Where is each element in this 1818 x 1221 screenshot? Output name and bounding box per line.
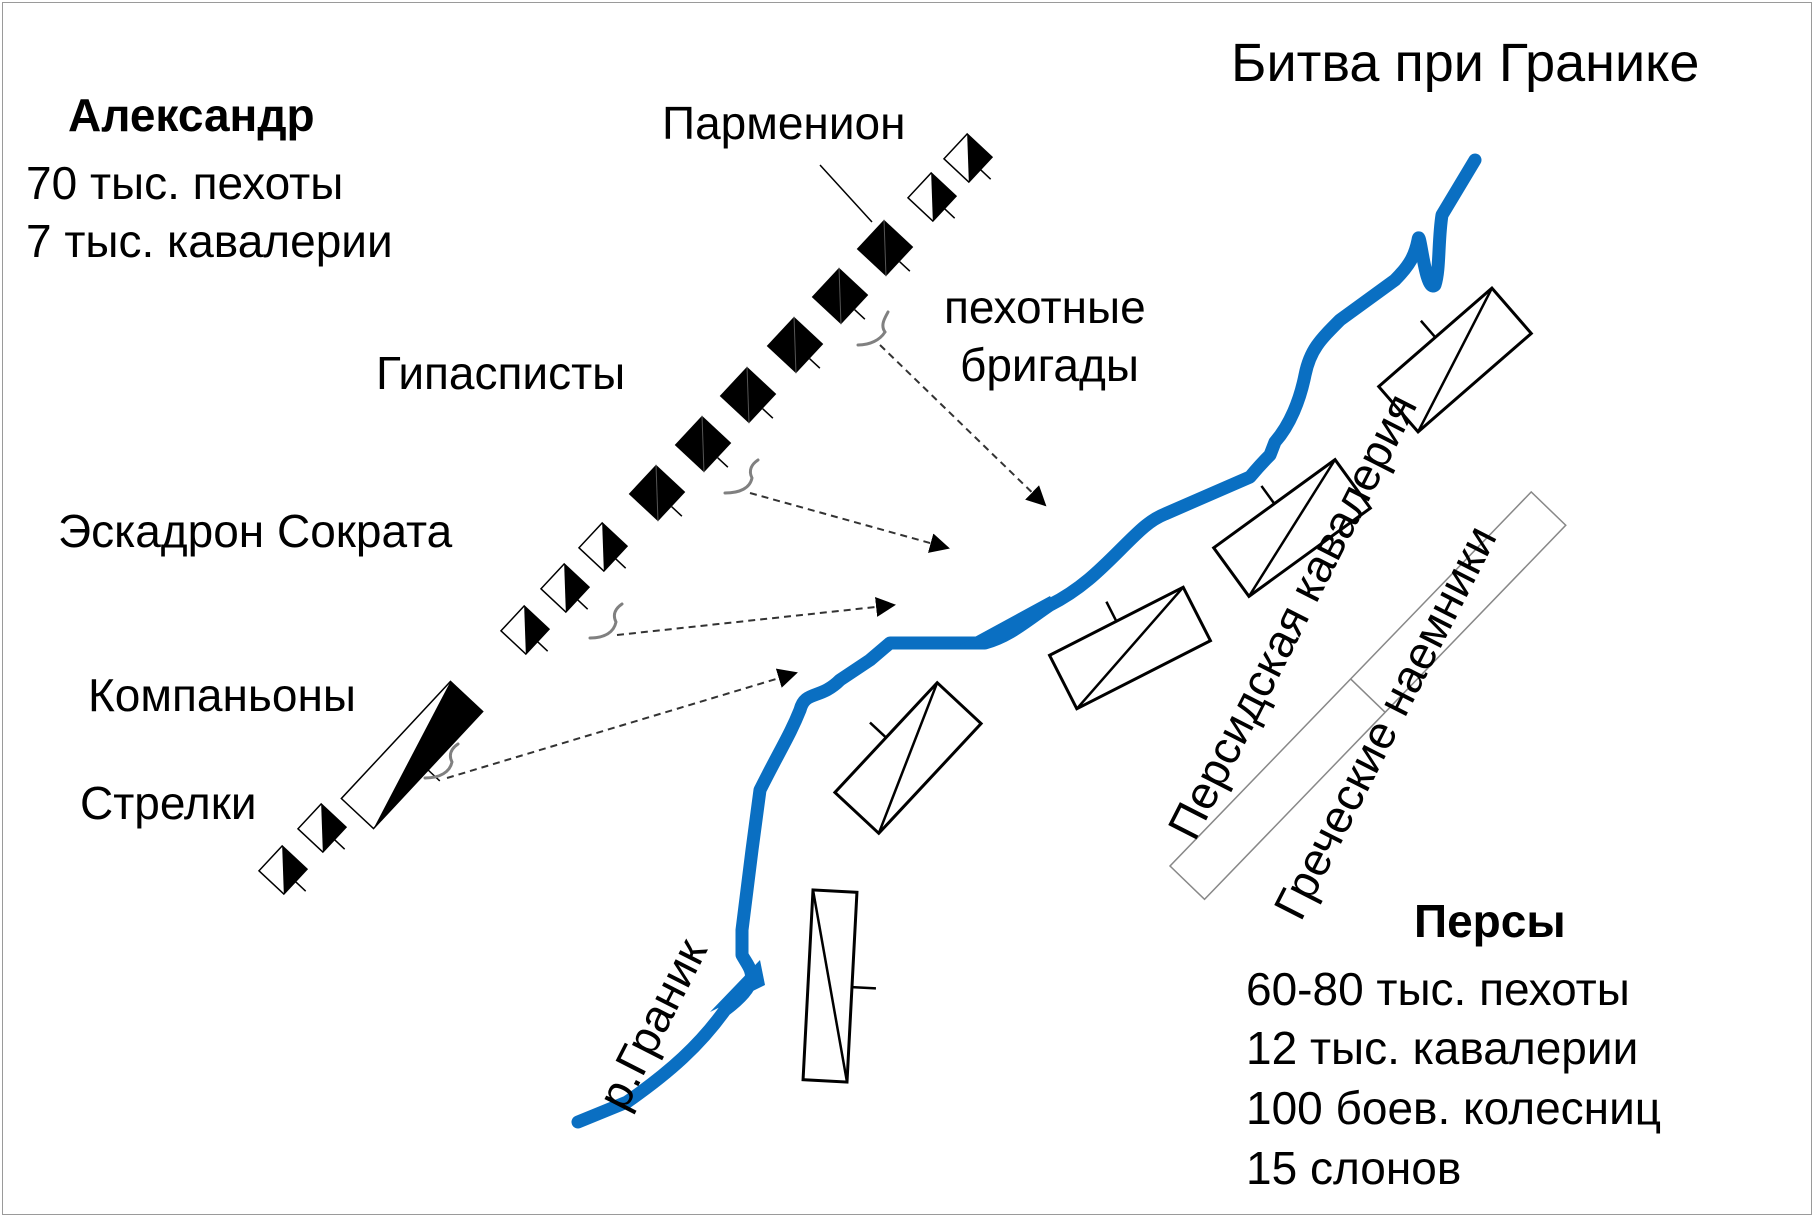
label-archers: Стрелки	[80, 777, 257, 829]
label-infantry-brigades-1: пехотные	[944, 281, 1146, 333]
label-infantry-brigades-2: бригады	[960, 339, 1139, 391]
squiggle-3	[588, 602, 624, 640]
socrates-unit-1	[577, 521, 629, 573]
archer-unit-2	[257, 844, 309, 896]
persian-cav-3	[1047, 585, 1213, 711]
archer-unit-1	[296, 802, 348, 854]
hypaspist-unit-1	[719, 366, 777, 424]
movement-squiggles	[423, 310, 890, 780]
alexander-cavalry: 7 тыс. кавалерии	[26, 215, 393, 267]
macedonian-line	[257, 132, 994, 896]
companions-unit	[340, 680, 484, 830]
infantry-brigade-3	[766, 316, 824, 374]
arrow-hypaspists	[749, 492, 950, 553]
persian-line	[801, 286, 1534, 1084]
map-title: Битва при Гранике	[1231, 33, 1700, 93]
persians-cavalry: 12 тыс. кавалерии	[1246, 1022, 1639, 1074]
squiggle-1	[856, 310, 890, 347]
persians-heading: Персы	[1414, 895, 1566, 947]
label-socrates-squadron: Эскадрон Сократа	[58, 505, 453, 557]
persian-cav-2	[1211, 457, 1373, 599]
attack-arrows	[446, 344, 1047, 779]
persian-cav-5	[801, 888, 877, 1084]
alexander-infantry: 70 тыс. пехоты	[26, 157, 344, 209]
granicus-river	[571, 153, 1482, 1129]
socrates-unit-2	[539, 562, 591, 614]
infantry-brigade-1	[856, 219, 914, 277]
arrow-companions	[446, 668, 798, 779]
label-parmenion: Парменион	[662, 97, 906, 149]
parmenion-unit-1	[942, 132, 994, 184]
alexander-heading: Александр	[68, 89, 315, 141]
infantry-brigade-2	[811, 267, 869, 325]
persian-cav-1	[1376, 286, 1534, 434]
arrow-infantry-brigades	[879, 344, 1047, 507]
squiggle-4	[423, 742, 460, 780]
persians-chariots: 100 боев. колесниц	[1246, 1082, 1662, 1134]
persians-infantry: 60-80 тыс. пехоты	[1246, 963, 1630, 1015]
river-bend-center	[960, 596, 1056, 648]
persian-cav-4	[832, 680, 984, 836]
squiggle-2	[723, 458, 760, 495]
arrow-socrates	[616, 596, 896, 636]
parmenion-leader-line	[819, 164, 873, 223]
label-companions: Компаньоны	[88, 669, 356, 721]
socrates-unit-3	[499, 604, 551, 656]
greek-mercenaries-block	[1168, 490, 1567, 901]
label-hypaspists: Гипасписты	[376, 347, 626, 399]
river-bend-south	[710, 960, 765, 1012]
parmenion-unit-2	[906, 171, 958, 223]
persians-elephants: 15 слонов	[1246, 1142, 1462, 1194]
hypaspist-unit-2	[674, 415, 732, 473]
hypaspist-unit-3	[628, 464, 686, 522]
